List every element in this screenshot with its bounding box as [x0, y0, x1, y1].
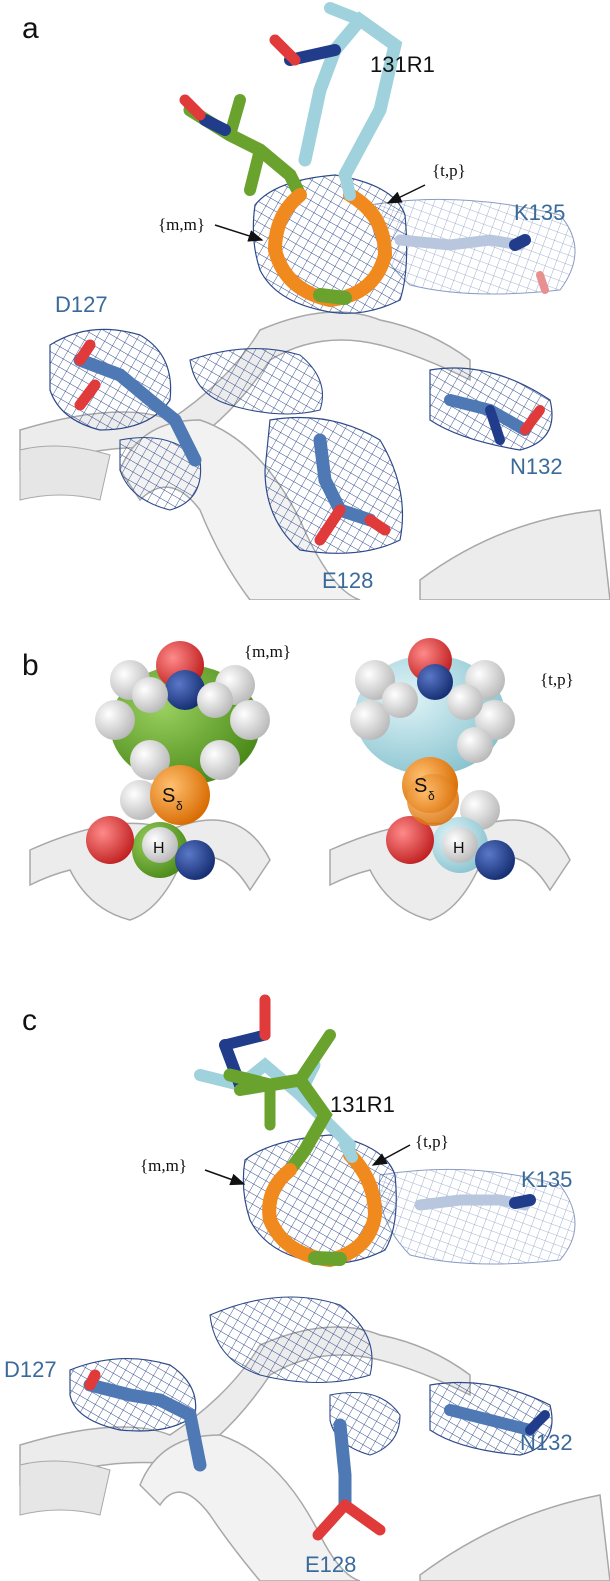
spin-label-tp — [269, 2, 403, 182]
sulfur-label-right: S — [414, 775, 427, 797]
conformer-mm-label: {m,m} — [158, 215, 205, 234]
residue-label-k135-c: K135 — [521, 1167, 572, 1192]
residue-label-k135: K135 — [514, 200, 565, 225]
panel-b-figure: b {m,m} {t,p} S δ H S δ H — [22, 638, 574, 921]
arrow-tp-c — [371, 1144, 411, 1166]
panel-letter-a: a — [22, 12, 39, 45]
panel-b: b {m,m} {t,p} S δ H S δ H — [0, 620, 610, 965]
residue-label-n132: N132 — [510, 454, 563, 479]
disulfide-linker — [267, 169, 393, 308]
conformer-tp-label-b: {t,p} — [540, 670, 574, 689]
conformer-tp-label: {t,p} — [432, 161, 466, 180]
hydrogen-label-left: H — [153, 840, 165, 857]
disulfide-linker-c — [262, 1139, 383, 1268]
spin-label-name-c: 131R1 — [330, 1092, 395, 1117]
conformer-mm-label-c: {m,m} — [140, 1156, 187, 1175]
panel-a: a 131R1 {t,p} {m,m} K135 D127 N132 E128 — [0, 0, 610, 600]
conformer-mm-label-b: {m,m} — [244, 642, 291, 661]
panel-c-figure: c 131R1 {t,p} {m,m} K135 D127 N132 E128 — [4, 994, 610, 1581]
residue-label-e128-c: E128 — [305, 1552, 356, 1577]
panel-letter-c: c — [22, 1004, 37, 1037]
residue-sticks-c — [83, 1194, 550, 1541]
spin-label-mm — [179, 94, 307, 202]
arrow-mm — [214, 224, 264, 242]
sulfur-sub-right: δ — [428, 789, 435, 803]
space-fill-tp — [329, 638, 571, 921]
space-fill-mm — [29, 641, 271, 921]
residue-label-n132-c: N132 — [520, 1430, 573, 1455]
residue-sticks — [73, 234, 549, 546]
panel-letter-b: b — [22, 649, 39, 682]
arrow-mm-c — [204, 1169, 246, 1186]
spin-label-mm-c — [223, 1029, 336, 1177]
spin-label-name: 131R1 — [370, 52, 435, 77]
protein-ribbon-c — [19, 1326, 610, 1581]
panel-a-figure: a 131R1 {t,p} {m,m} K135 D127 N132 E128 — [19, 2, 610, 600]
hydrogen-label-right: H — [453, 840, 465, 857]
panel-c: c 131R1 {t,p} {m,m} K135 D127 N132 E128 — [0, 975, 610, 1581]
residue-label-d127: D127 — [55, 292, 108, 317]
density-mesh-faint-c — [378, 1168, 576, 1265]
conformer-tp-label-c: {t,p} — [415, 1132, 449, 1151]
residue-label-d127-c: D127 — [4, 1357, 57, 1382]
sulfur-sub-left: δ — [176, 799, 183, 813]
arrow-tp — [386, 184, 426, 204]
sulfur-label-left: S — [162, 785, 175, 807]
residue-label-e128: E128 — [322, 568, 373, 593]
